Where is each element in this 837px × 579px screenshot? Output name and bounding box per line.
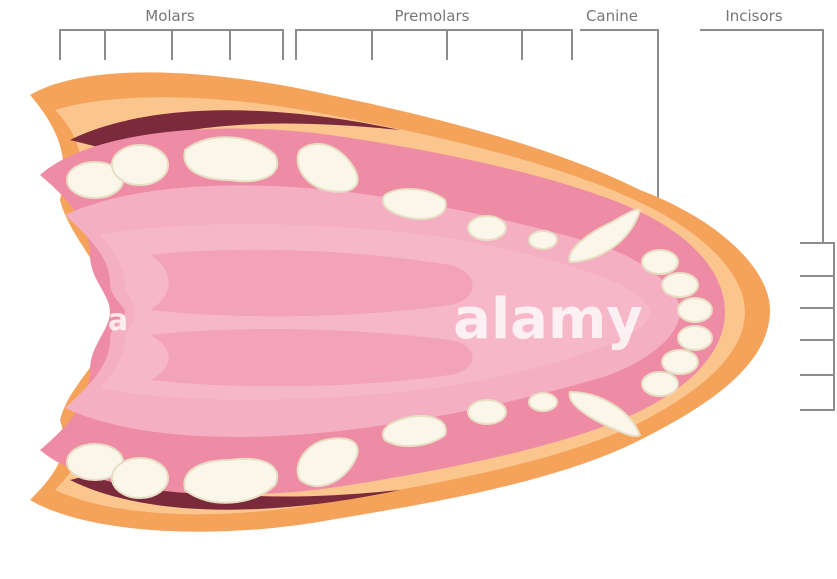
upper-incisor-3 — [678, 298, 712, 322]
upper-premolar-1 — [529, 231, 557, 249]
premolars-label: Premolars — [395, 7, 470, 25]
lower-incisor-1 — [678, 326, 712, 350]
molars-bracket — [60, 30, 283, 60]
watermark-letter: a — [108, 303, 128, 338]
tongue-center-lower — [150, 329, 473, 386]
upper-incisor-1 — [642, 250, 678, 274]
lower-incisor-2 — [662, 350, 698, 374]
upper-molar-2 — [112, 145, 168, 185]
lower-premolar-2 — [468, 400, 506, 424]
canine-label: Canine — [586, 7, 638, 25]
watermark-brand: alamy — [453, 287, 643, 352]
molars-label: Molars — [145, 7, 195, 25]
lower-incisor-3 — [642, 372, 678, 396]
lower-premolar-1 — [529, 393, 557, 411]
incisors-label: Incisors — [725, 7, 783, 25]
lower-molar-2 — [112, 458, 168, 498]
upper-incisor-2 — [662, 273, 698, 297]
premolars-bracket — [296, 30, 572, 60]
upper-premolar-2 — [468, 216, 506, 240]
